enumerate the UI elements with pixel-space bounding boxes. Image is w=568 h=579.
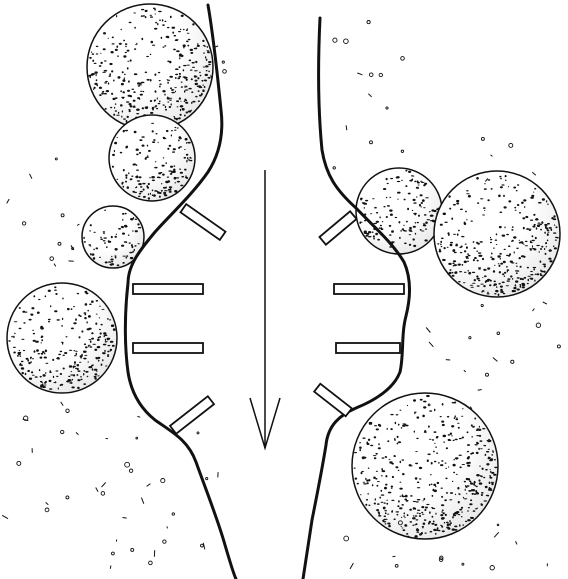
boulder-left-mid <box>109 115 195 201</box>
anchor-left-3 <box>133 343 203 353</box>
left-anchors <box>133 204 226 434</box>
boulder-left-top <box>87 4 213 130</box>
anchor-left-2 <box>133 284 203 294</box>
anchor-right-3 <box>336 343 400 353</box>
boulder-left-bottom <box>7 283 117 393</box>
boulder-right-mid <box>356 168 442 254</box>
anchor-left-4 <box>170 396 214 433</box>
flow-arrow-icon <box>250 170 280 448</box>
anchor-right-4 <box>314 384 352 417</box>
boulders-group <box>7 4 560 539</box>
boulder-right-bottom <box>352 393 498 539</box>
anchor-left-1 <box>180 204 225 240</box>
anchor-right-2 <box>334 284 404 294</box>
anchor-right-1 <box>319 211 356 244</box>
boulder-right-top <box>434 171 560 297</box>
